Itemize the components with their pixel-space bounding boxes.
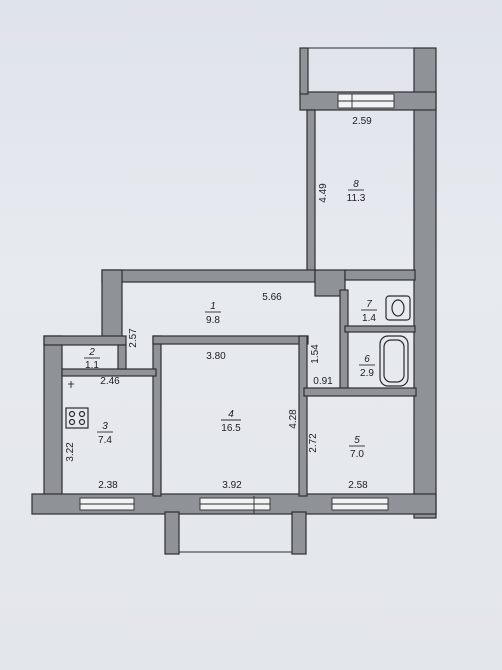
- dim-2-46: 2.46: [100, 376, 120, 387]
- room-2-number: 2: [88, 347, 95, 358]
- dim-3-92: 3.92: [222, 480, 242, 491]
- walls: [31, 47, 437, 555]
- room-5-number: 5: [354, 435, 360, 446]
- balcony-east-wall: [291, 511, 307, 555]
- room-6-number: 6: [364, 354, 370, 365]
- fixtures: [65, 295, 411, 429]
- east-wall: [413, 47, 437, 519]
- north-wall-room-4: [152, 335, 309, 345]
- wc-bath-partition: [344, 325, 416, 333]
- dim-3-22: 3.22: [65, 442, 76, 462]
- dim-2-38: 2.38: [98, 480, 118, 491]
- north-wall-bath: [344, 269, 416, 281]
- north-wall-hall: [101, 269, 316, 283]
- room-1-number: 1: [210, 301, 216, 312]
- room-4-number: 4: [228, 409, 234, 420]
- west-wall-hall: [101, 269, 123, 341]
- dim-2-59: 2.59: [352, 116, 372, 127]
- stove-icon: [65, 407, 89, 429]
- room-7-number: 7: [366, 299, 372, 310]
- windows: [79, 93, 395, 514]
- room-8-number: 8: [353, 179, 359, 190]
- dim-1-54: 1.54: [310, 344, 321, 364]
- west-wall-room-4: [152, 335, 162, 497]
- room-3-number: 3: [102, 421, 108, 432]
- room-8-area: 11.3: [347, 193, 366, 204]
- room-1-area: 9.8: [206, 315, 220, 326]
- loggia-west-wall: [299, 47, 309, 95]
- dim-0-91: 0.91: [313, 376, 333, 387]
- room-3-area: 7.4: [98, 435, 112, 446]
- room-7-area: 1.4: [362, 313, 376, 324]
- room-5-area: 7.0: [350, 449, 364, 460]
- dim-5-66: 5.66: [262, 292, 282, 303]
- west-wall-kitchen: [43, 335, 63, 513]
- dim-4-49: 4.49: [318, 183, 329, 203]
- dim-2-72: 2.72: [308, 433, 319, 453]
- room-labels: 8 11.3 1 9.8 7 1.4 2 1.1 6 2.9 3 7.4 4 1…: [84, 179, 377, 460]
- dim-3-80: 3.80: [206, 351, 226, 362]
- north-wall-kitchen: [61, 368, 157, 377]
- east-wall-room-4: [298, 335, 308, 497]
- dim-2-58: 2.58: [348, 480, 368, 491]
- bathtub-icon: [379, 335, 409, 387]
- dimension-labels: 2.59 4.49 5.66 2.57 3.80 1.54 0.91 2.46 …: [65, 116, 372, 491]
- west-wall-room-8: [306, 109, 316, 277]
- room-4-area: 16.5: [221, 423, 241, 434]
- north-wall-room-5: [303, 387, 417, 397]
- west-wall-bath: [339, 289, 349, 391]
- balcony-west-wall: [164, 511, 180, 555]
- room-2-area: 1.1: [85, 360, 99, 371]
- dim-4-28: 4.28: [288, 409, 299, 429]
- dim-2-57: 2.57: [128, 328, 139, 348]
- east-wall-storage: [117, 344, 127, 370]
- toilet-icon: [385, 295, 411, 321]
- room-6-area: 2.9: [360, 368, 374, 379]
- north-wall-storage: [43, 335, 127, 346]
